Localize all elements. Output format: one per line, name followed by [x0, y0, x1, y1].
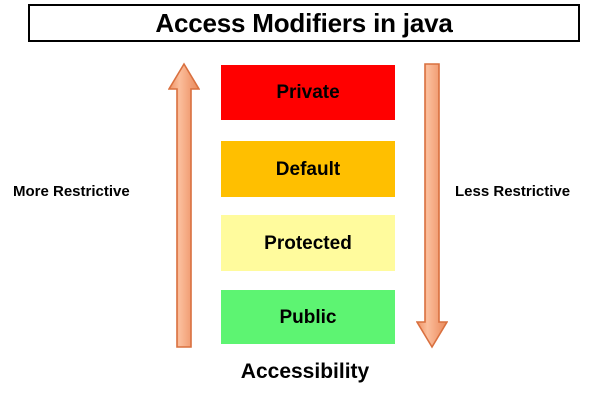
arrow-up-icon — [168, 62, 200, 348]
modifier-bar-default[interactable]: Default — [221, 141, 395, 197]
modifier-bar-public[interactable]: Public — [221, 290, 395, 344]
less-restrictive-arrow — [416, 62, 448, 349]
modifier-label-default: Default — [275, 158, 341, 180]
modifier-label-public: Public — [279, 306, 337, 328]
more-restrictive-label: More Restrictive — [13, 183, 130, 200]
modifier-label-protected: Protected — [264, 232, 352, 254]
modifier-label-private: Private — [276, 82, 340, 103]
less-restrictive-label: Less Restrictive — [455, 183, 571, 200]
page-title: Access Modifiers in java — [155, 8, 453, 38]
modifier-bar-protected[interactable]: Protected — [221, 215, 395, 271]
arrow-down-icon — [416, 63, 448, 349]
more-restrictive-arrow — [168, 62, 200, 349]
modifier-bar-private[interactable]: Private — [221, 65, 395, 120]
accessibility-label: Accessibility — [240, 360, 370, 383]
title-box: Access Modifiers in java — [28, 4, 580, 42]
